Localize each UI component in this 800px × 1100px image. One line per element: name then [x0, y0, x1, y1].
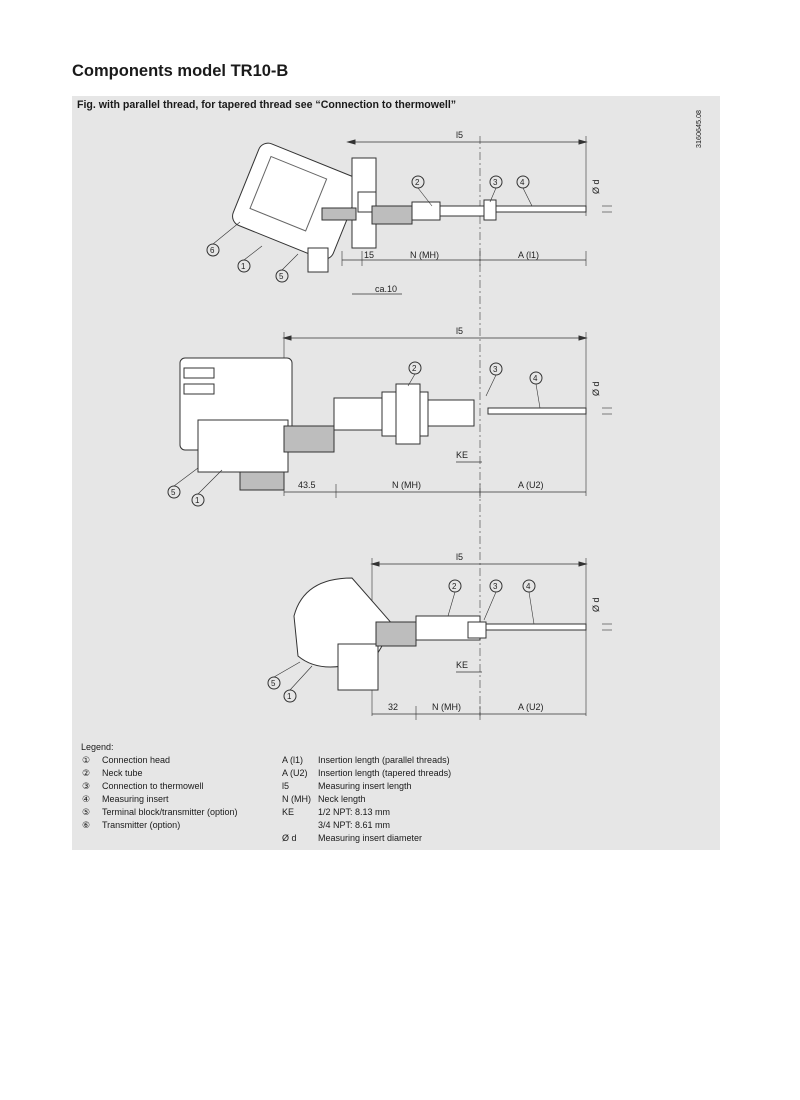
view-2-overall-length: l5: [456, 326, 463, 336]
legend-number: ⑤: [82, 807, 91, 817]
view-3-callout-5: 5: [271, 679, 276, 688]
view-1-segment-2: N (MH): [410, 250, 439, 260]
document-number: 3160645.08: [694, 110, 703, 148]
legend-symbols: A (l1) Insertion length (parallel threads…: [282, 754, 451, 845]
legend-item: ③ Connection to thermowell: [82, 780, 238, 793]
view-3-labels: l5 Ø d 32 N (MH) A (U2) KE 2 3 4 5 1: [271, 552, 601, 712]
legend-title: Legend:: [81, 742, 114, 752]
view-2-callout-1: 1: [195, 496, 200, 505]
legend-label: Neck tube: [102, 768, 143, 778]
legend-symbol: Ø d: [282, 833, 297, 843]
legend-symbol-row: Ø d Measuring insert diameter: [282, 832, 451, 845]
measuring-insert-2: [487, 407, 587, 415]
view-3-callout-1: 1: [287, 692, 292, 701]
view-1-diameter: Ø d: [591, 179, 601, 194]
legend-item: ② Neck tube: [82, 767, 238, 780]
view-1-segment-3: A (l1): [518, 250, 539, 260]
view-2: [167, 332, 612, 507]
legend-label: Connection to thermowell: [102, 781, 204, 791]
legend-label: Measuring insert: [102, 794, 169, 804]
view-3: [267, 558, 612, 720]
view-1-callout-1: 1: [241, 262, 246, 271]
view-3-callout-4: 4: [526, 582, 531, 591]
legend-symbol: A (l1): [282, 755, 304, 765]
view-2-segment-3: A (U2): [518, 480, 544, 490]
view-2-callout-4: 4: [533, 374, 538, 383]
neck-tube-1: [439, 205, 489, 217]
legend-symbol-description: Measuring insert diameter: [318, 833, 423, 843]
view-3-diameter: Ø d: [591, 597, 601, 612]
legend-symbol-description: 1/2 NPT: 8.13 mm: [318, 807, 391, 817]
technical-drawing: l5 Ø d 15 N (MH) A (l1) ca.10 2 3 4 1 6 …: [167, 130, 612, 720]
legend-symbol: A (U2): [282, 768, 308, 778]
view-2-callout-2: 2: [412, 364, 417, 373]
legend-symbol-description: Neck length: [318, 794, 366, 804]
view-2-callout-3: 3: [493, 365, 498, 374]
legend-item: ⑤ Terminal block/transmitter (option): [82, 806, 238, 819]
legend-label: Terminal block/transmitter (option): [102, 807, 238, 817]
legend-symbol-row: N (MH) Neck length: [282, 793, 451, 806]
view-3-callout-2: 2: [452, 582, 457, 591]
legend-number: ⑥: [82, 820, 91, 830]
legend-symbol-description: Insertion length (parallel threads): [318, 755, 450, 765]
view-2-ke-dimension: KE: [456, 450, 468, 460]
view-2-segment-1: 43.5: [298, 480, 316, 490]
legend-symbol-row: 3/4 NPT: 8.61 mm: [282, 819, 451, 832]
legend-number: ④: [82, 794, 91, 804]
view-2-diameter: Ø d: [591, 381, 601, 396]
legend-symbol-row: A (U2) Insertion length (tapered threads): [282, 767, 451, 780]
legend-item: ④ Measuring insert: [82, 793, 238, 806]
legend-symbol: l5: [282, 781, 290, 791]
view-2-callout-5: 5: [171, 488, 176, 497]
legend-symbol: [282, 819, 318, 832]
legend-symbol-description: Insertion length (tapered threads): [318, 768, 452, 778]
view-2-labels: l5 Ø d 43.5 N (MH) A (U2) KE 2 3 4 5 1: [171, 326, 601, 505]
legend-label: Connection head: [102, 755, 171, 765]
legend-number: ①: [82, 755, 91, 765]
legend-symbol: N (MH): [282, 794, 311, 804]
measuring-insert-1: [495, 205, 587, 213]
view-3-overall-length: l5: [456, 552, 463, 562]
legend-item: ⑥ Transmitter (option): [82, 819, 238, 832]
view-1-callout-3: 3: [493, 178, 498, 187]
view-3-ke-dimension: KE: [456, 660, 468, 670]
view-3-segment-1: 32: [388, 702, 398, 712]
legend-item: ① Connection head: [82, 754, 238, 767]
view-1-callout-2: 2: [415, 178, 420, 187]
view-1-callout-5: 5: [279, 272, 284, 281]
legend-symbol-description: Measuring insert length: [318, 781, 412, 791]
view-1: [206, 136, 612, 295]
legend-symbol-description: 3/4 NPT: 8.61 mm: [318, 820, 391, 830]
view-1-callout-4: 4: [520, 178, 525, 187]
legend-items: ① Connection head ② Neck tube ③ Connection …: [82, 754, 238, 832]
legend-label: Transmitter (option): [102, 820, 181, 830]
view-3-segment-2: N (MH): [432, 702, 461, 712]
measuring-insert-3: [485, 623, 587, 631]
view-1-labels: l5 Ø d 15 N (MH) A (l1) ca.10 2 3 4 1 6 …: [210, 130, 601, 294]
legend-number: ③: [82, 781, 91, 791]
page-title: Components model TR10-B: [72, 62, 289, 80]
view-1-extra-dimension: ca.10: [375, 284, 397, 294]
legend-symbol-row: A (l1) Insertion length (parallel threads…: [282, 754, 451, 767]
legend-symbol: KE: [282, 807, 295, 817]
figure-caption: Fig. with parallel thread, for tapered t…: [77, 99, 457, 111]
view-3-segment-3: A (U2): [518, 702, 544, 712]
view-2-segment-2: N (MH): [392, 480, 421, 490]
view-1-callout-6: 6: [210, 246, 215, 255]
legend-symbol-row: l5 Measuring insert length: [282, 780, 451, 793]
view-1-segment-1: 15: [364, 250, 374, 260]
legend-symbol-row: KE 1/2 NPT: 8.13 mm: [282, 806, 451, 819]
legend-number: ②: [82, 768, 91, 778]
view-3-callout-3: 3: [493, 582, 498, 591]
view-1-overall-length: l5: [456, 130, 463, 140]
figure-panel: Fig. with parallel thread, for tapered t…: [72, 96, 720, 850]
